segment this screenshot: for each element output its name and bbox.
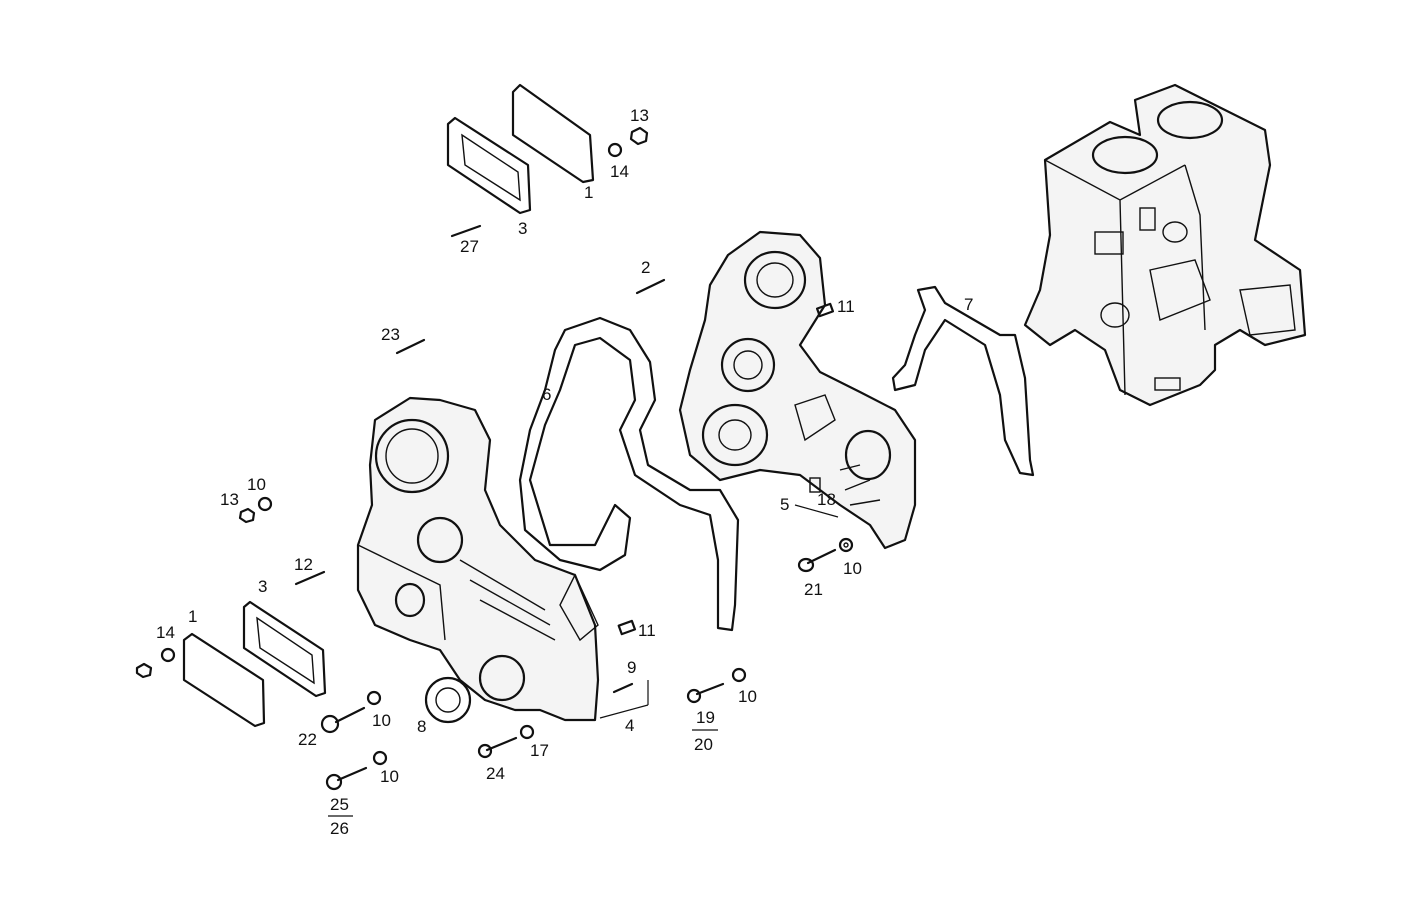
- washer-10-b25: [372, 750, 388, 766]
- leader-4: [599, 704, 649, 719]
- gasket-3-left: [242, 600, 327, 698]
- stud-23: [395, 338, 426, 355]
- callout-27: 27: [460, 237, 479, 256]
- callout-11-rear: 11: [837, 297, 855, 316]
- bolt-21: [797, 548, 837, 573]
- callout-13-left: 13: [220, 490, 239, 509]
- rear-timing-plate: [678, 230, 917, 550]
- stud-2: [635, 278, 666, 295]
- washer-10-rear: [838, 537, 854, 553]
- top-nut-13: [629, 126, 649, 146]
- stud-12: [294, 570, 326, 586]
- callout-5: 5: [780, 495, 789, 514]
- seal-8: [424, 676, 472, 724]
- bolt-24: [477, 736, 518, 759]
- pin-11-front: [617, 619, 637, 636]
- washer-10-b22: [366, 690, 382, 706]
- callout-2: 2: [641, 258, 650, 277]
- callout-10-b19: 10: [738, 687, 757, 706]
- stud-9: [612, 682, 634, 694]
- cover-1-left: [182, 632, 266, 728]
- callout-22: 22: [298, 730, 317, 749]
- callout-13-top: 13: [630, 106, 649, 125]
- callout-25: 25: [330, 795, 349, 814]
- pin-11-rear: [815, 302, 835, 318]
- callout-3-left: 3: [258, 577, 267, 596]
- bolt-25-26: [325, 766, 368, 791]
- front-timing-cover: [356, 396, 600, 722]
- gasket-7: [891, 285, 1035, 477]
- callout-9: 9: [627, 658, 636, 677]
- callout-20: 20: [694, 735, 713, 754]
- callout-1-left: 1: [188, 607, 197, 626]
- dowel-18: [809, 477, 821, 493]
- top-washer-14: [607, 142, 623, 158]
- top-gasket-3: [446, 116, 532, 215]
- nut-13-left: [238, 507, 256, 524]
- callout-10-b22: 10: [372, 711, 391, 730]
- callout-18: 18: [817, 490, 836, 509]
- callout-10-rear: 10: [843, 559, 862, 578]
- callout-12: 12: [294, 555, 313, 574]
- callout-21: 21: [804, 580, 823, 599]
- callout-11-front: 11: [638, 621, 656, 640]
- callout-14-left: 14: [156, 623, 175, 642]
- engine-block: [1023, 83, 1307, 407]
- gasket-6: [518, 316, 740, 632]
- washer-17: [519, 724, 535, 740]
- washer-10-b19: [731, 667, 747, 683]
- nut-left-small: [135, 662, 153, 679]
- callout-26: 26: [330, 819, 349, 838]
- top-cover-1: [511, 83, 595, 184]
- callout-1-top: 1: [584, 183, 593, 202]
- callout-7: 7: [964, 295, 973, 314]
- callout-3-top: 3: [518, 219, 527, 238]
- leader-5-18: [794, 504, 839, 518]
- callout-17: 17: [530, 741, 549, 760]
- callout-14-top: 14: [610, 162, 629, 181]
- washer-10-left: [257, 496, 273, 512]
- callout-24: 24: [486, 764, 505, 783]
- bolt-22: [320, 706, 366, 734]
- top-stud-27: [450, 224, 482, 238]
- bolt-19-20: [686, 682, 725, 704]
- callout-8: 8: [417, 717, 426, 736]
- callout-10-left: 10: [247, 475, 266, 494]
- callout-4: 4: [625, 716, 634, 735]
- callout-6: 6: [542, 385, 551, 404]
- callout-19: 19: [696, 708, 715, 727]
- callout-10-b25: 10: [380, 767, 399, 786]
- callout-23: 23: [381, 325, 400, 344]
- washer-14-left: [160, 647, 176, 663]
